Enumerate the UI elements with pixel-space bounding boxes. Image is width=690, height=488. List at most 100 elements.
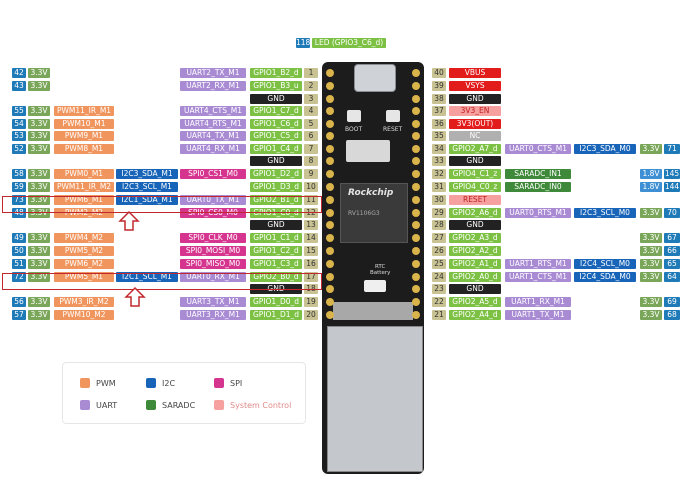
pin-number-label: 36 [432, 119, 446, 129]
gpio-name-label: GPIO2_A4_d [449, 310, 501, 320]
pin-number-label: 34 [432, 144, 446, 154]
gpio-number-label: 49 [12, 233, 26, 243]
pin-pad [326, 145, 334, 153]
gpio-name-label: GPIO1_C5_d [250, 131, 302, 141]
voltage-label: 3.3V [28, 297, 50, 307]
gpio-name-label: GPIO1_C3_d [250, 259, 302, 269]
gpio-name-label: GPIO2_A7_d [449, 144, 501, 154]
voltage-label: 3.3V [28, 81, 50, 91]
pin-number-label: 8 [304, 156, 318, 166]
i2c-function-label: I2C3_SDA_M1 [116, 169, 178, 179]
pin-number-label: 9 [304, 169, 318, 179]
gpio-name-label: GPIO2_A5_d [449, 297, 501, 307]
pwm-function-label: PWM10_M1 [54, 119, 114, 129]
voltage-label: 3.3V [640, 233, 662, 243]
reset-label: RESET [383, 126, 403, 133]
pin-pad [412, 260, 420, 268]
gpio-name-label: GND [449, 156, 501, 166]
function-label-1: SARADC_IN1 [505, 169, 571, 179]
pwm-function-label: PWM10_M2 [54, 310, 114, 320]
function-label-1: SARADC_IN0 [505, 182, 571, 192]
function-label-2: I2C4_SDA_M0 [574, 272, 636, 282]
gpio-name-label: GPIO2_A6_d [449, 208, 501, 218]
gpio-number-label: 43 [12, 81, 26, 91]
pin-pad [412, 69, 420, 77]
gpio-number-label: 56 [12, 297, 26, 307]
uart-function-label: UART2_TX_M1 [180, 68, 246, 78]
gpio-number-label: 42 [12, 68, 26, 78]
gpio-name-label: GPIO1_D2_d [250, 169, 302, 179]
legend-label: SPI [230, 379, 243, 388]
pin-pad [412, 132, 420, 140]
pwm-function-label: PWM3_IR_M2 [54, 297, 114, 307]
pin-number-label: 16 [304, 259, 318, 269]
voltage-label: 1.8V [640, 169, 662, 179]
voltage-label: 3.3V [28, 195, 50, 205]
highlight-row-11 [2, 196, 322, 213]
gpio-name-label: GND [449, 220, 501, 230]
function-label-2: I2C4_SCL_M0 [574, 259, 636, 269]
pin-pad [412, 273, 420, 281]
function-label-1: UART0_CTS_M1 [505, 144, 571, 154]
legend-swatch [80, 400, 90, 410]
pin-number-label: 33 [432, 156, 446, 166]
legend-label: UART [96, 401, 118, 410]
gpio-name-label: GPIO1_B2_d [250, 68, 302, 78]
pwm-function-label: PWM11_IR_M2 [54, 182, 114, 192]
pin-pad [326, 157, 334, 165]
pin-number-label: 7 [304, 144, 318, 154]
gpio-name-label: GPIO1_C1_d [250, 233, 302, 243]
uart-function-label: UART3_RX_M1 [180, 310, 246, 320]
voltage-label: 3.3V [28, 233, 50, 243]
pwm-function-label: PWM11_IR_M1 [54, 106, 114, 116]
voltage-label: 3.3V [28, 310, 50, 320]
pin-number-label: 27 [432, 233, 446, 243]
highlight-row-17 [2, 273, 322, 290]
gpio-name-label: GPIO1_D0_d [250, 297, 302, 307]
rtc-text: RTC [375, 264, 386, 270]
gpio-number-label: 53 [12, 131, 26, 141]
function-label-1: UART1_CTS_M1 [505, 272, 571, 282]
pin-pad [326, 247, 334, 255]
voltage-label: 3.3V [640, 246, 662, 256]
gpio-number-label: 68 [664, 310, 680, 320]
soc-chip [340, 183, 408, 243]
uart-function-label: UART0_TX_M1 [180, 195, 246, 205]
pin-pad [326, 107, 334, 115]
pin-number-label: 31 [432, 182, 446, 192]
pin-pad [412, 247, 420, 255]
uart-function-label: UART4_CTS_M1 [180, 106, 246, 116]
pin-pad [326, 260, 334, 268]
gpio-number-label: 66 [664, 246, 680, 256]
voltage-label: 3.3V [28, 246, 50, 256]
pwm-function-label: PWM8_M1 [54, 144, 114, 154]
voltage-label: 3.3V [28, 182, 50, 192]
function-label-1: UART0_RTS_M1 [505, 208, 571, 218]
gpio-name-label: VBUS [449, 68, 501, 78]
voltage-label: 3.3V [640, 297, 662, 307]
pin-number-label: 17 [304, 272, 318, 282]
gpio-number-label: 57 [12, 310, 26, 320]
gpio-number-label: 50 [12, 246, 26, 256]
voltage-label: 3.3V [640, 259, 662, 269]
gpio-name-label: GPIO1_C4_d [250, 144, 302, 154]
pin-pad [412, 170, 420, 178]
gpio-name-label: GPIO1_C2_d [250, 246, 302, 256]
pin-number-label: 40 [432, 68, 446, 78]
gpio-number-label: 51 [12, 259, 26, 269]
gpio-name-label: GPIO2_B1_d [250, 195, 302, 205]
voltage-label: 3.3V [28, 272, 50, 282]
pin-pad [326, 234, 334, 242]
gpio-name-label: GND [250, 156, 302, 166]
arrow-up-icon [124, 286, 146, 307]
function-label-1: UART1_RX_M1 [505, 297, 571, 307]
gpio-number-label: 144 [664, 182, 680, 192]
i2c-function-label: I2C1_SDA_M1 [116, 195, 178, 205]
voltage-label: 3.3V [28, 68, 50, 78]
battery-text: Battery [370, 270, 391, 276]
gpio-name-label: GPIO2_A3_d [449, 233, 501, 243]
gpio-name-label: GPIO1_D1_d [250, 310, 302, 320]
voltage-label: 3.3V [640, 310, 662, 320]
arrow-up-icon [118, 210, 140, 231]
pin-pad [412, 107, 420, 115]
